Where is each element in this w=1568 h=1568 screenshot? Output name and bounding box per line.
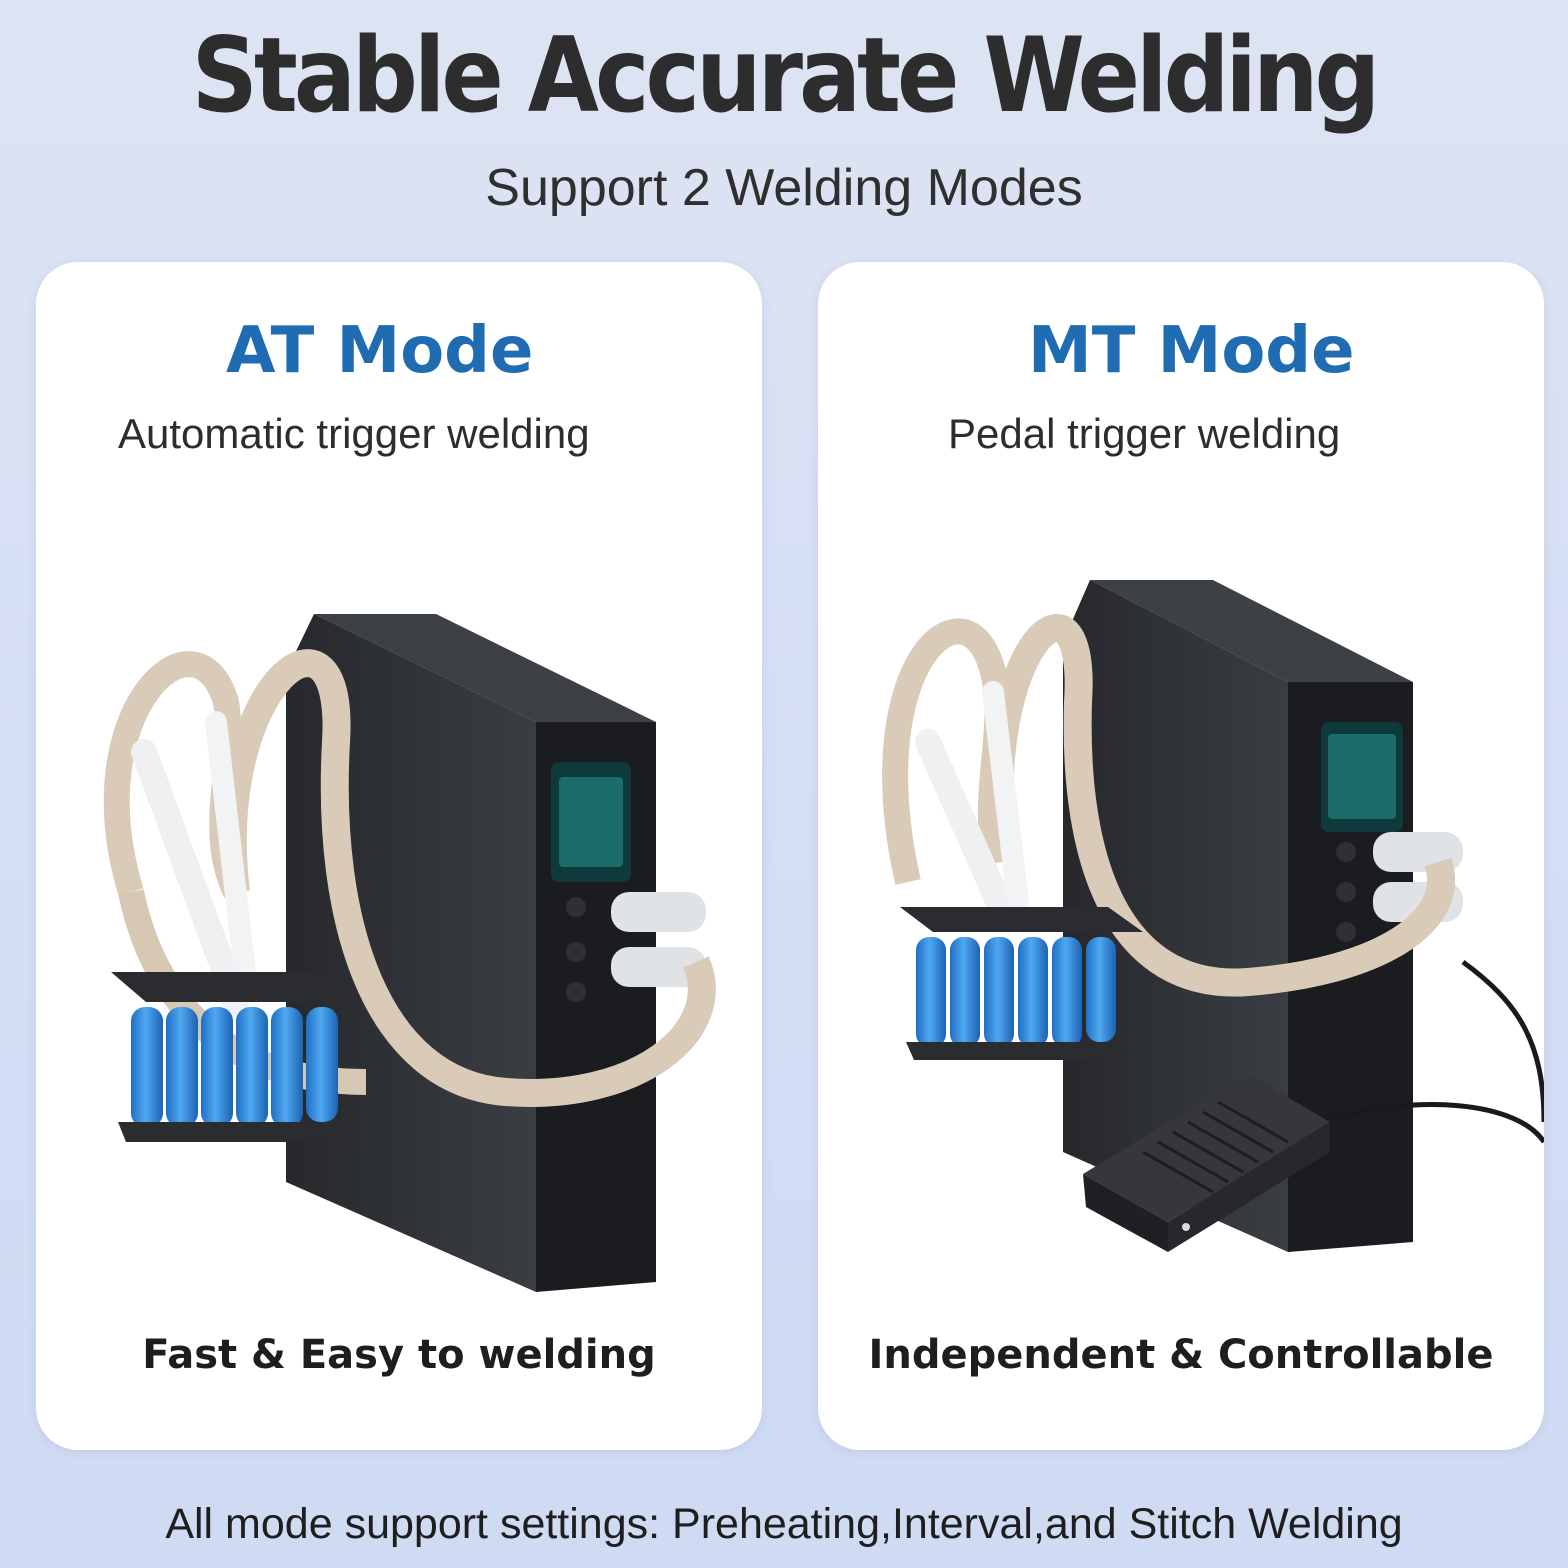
mt-mode-card: MT Mode Pedal trigger welding — [818, 262, 1544, 1450]
battery-cells-right — [916, 937, 1116, 1047]
at-mode-card: AT Mode Automatic trigger welding — [36, 262, 762, 1450]
at-mode-tagline: Fast & Easy to welding — [142, 1332, 656, 1378]
foot-pedal — [1083, 1074, 1330, 1252]
at-mode-description: Automatic trigger welding — [118, 410, 590, 457]
spot-welder-with-pedal-image — [882, 580, 1544, 1252]
mt-mode-description: Pedal trigger welding — [948, 410, 1341, 457]
mt-mode-tagline: Independent & Controllable — [868, 1332, 1494, 1378]
battery-cells — [131, 1007, 338, 1127]
page-title: Stable Accurate Welding — [191, 15, 1381, 136]
spot-welder-image — [103, 614, 716, 1292]
at-mode-title: AT Mode — [226, 314, 534, 388]
footer-note: All mode support settings: Preheating,In… — [165, 1500, 1403, 1548]
page-subtitle: Support 2 Welding Modes — [485, 159, 1083, 217]
mt-mode-title: MT Mode — [1028, 314, 1355, 388]
